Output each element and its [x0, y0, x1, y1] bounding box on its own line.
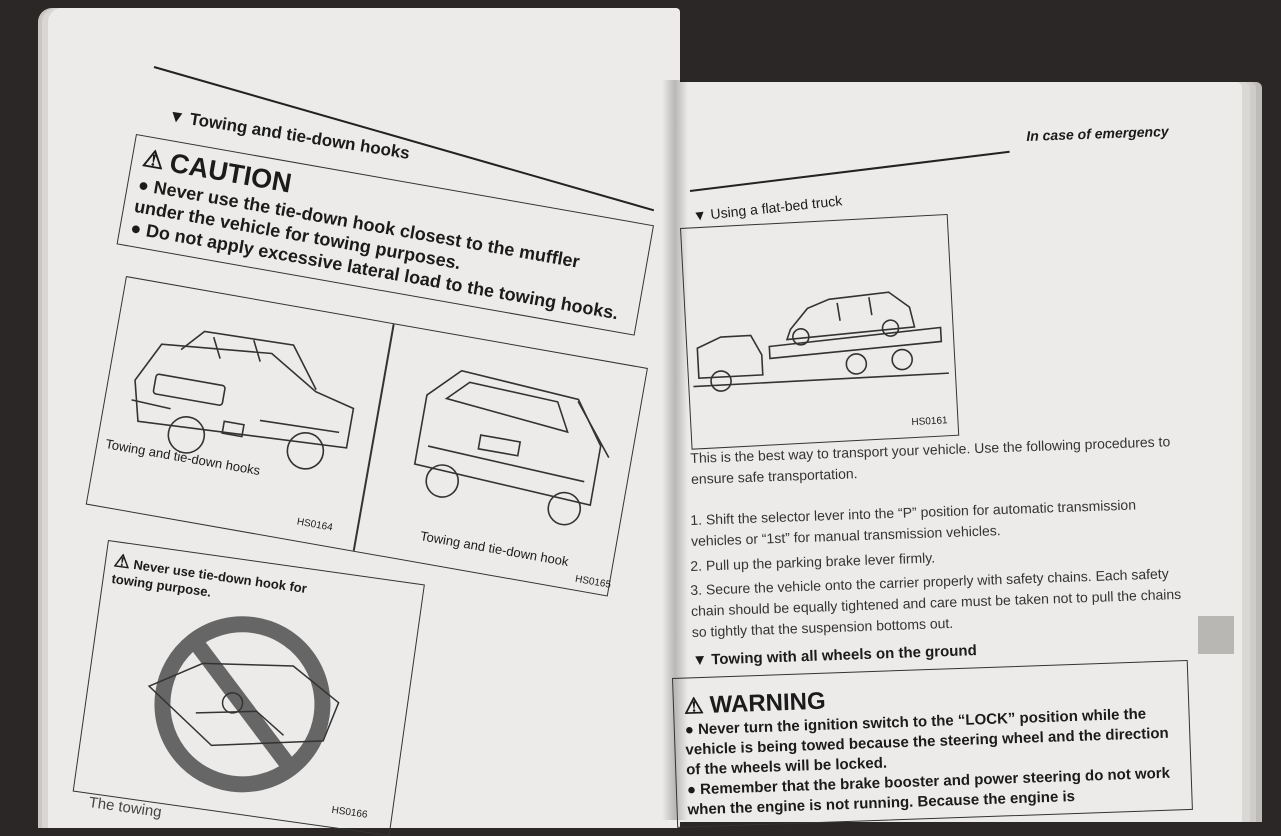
triangle-marker-icon: ▼ [692, 206, 708, 224]
book-gutter [662, 80, 688, 820]
warning-triangle-icon: ⚠ [140, 144, 167, 176]
figure-code-rear: HS0165 [574, 573, 612, 591]
figure-no-towing-hook: ⚠ Never use tie-down hook for towing pur… [72, 540, 425, 836]
warning-triangle-icon: ⚠ [683, 692, 705, 719]
rear-car-illustration [413, 369, 610, 526]
triangle-marker-icon: ▼ [692, 651, 708, 669]
right-page [676, 82, 1242, 822]
front-car-illustration [131, 330, 355, 470]
flatbed-truck-illustration [693, 291, 950, 392]
figure-code-front: HS0164 [295, 516, 334, 534]
warning-triangle-icon: ⚠ [112, 550, 132, 573]
warning-box: ⚠ WARNING ● Never turn the ignition swit… [672, 659, 1193, 828]
left-page [48, 8, 680, 828]
page-edge-tab [1198, 616, 1234, 654]
prohibition-sign-illustration [147, 616, 340, 793]
figure-code-flatbed: HS0161 [911, 415, 948, 429]
figure-code-no-tow: HS0166 [330, 804, 369, 821]
figure-flatbed-truck: HS0161 [680, 213, 960, 450]
triangle-marker-icon: ▼ [167, 106, 192, 129]
figure-car-hooks: Towing and tie-down hooks HS0164 Towing … [85, 276, 648, 597]
